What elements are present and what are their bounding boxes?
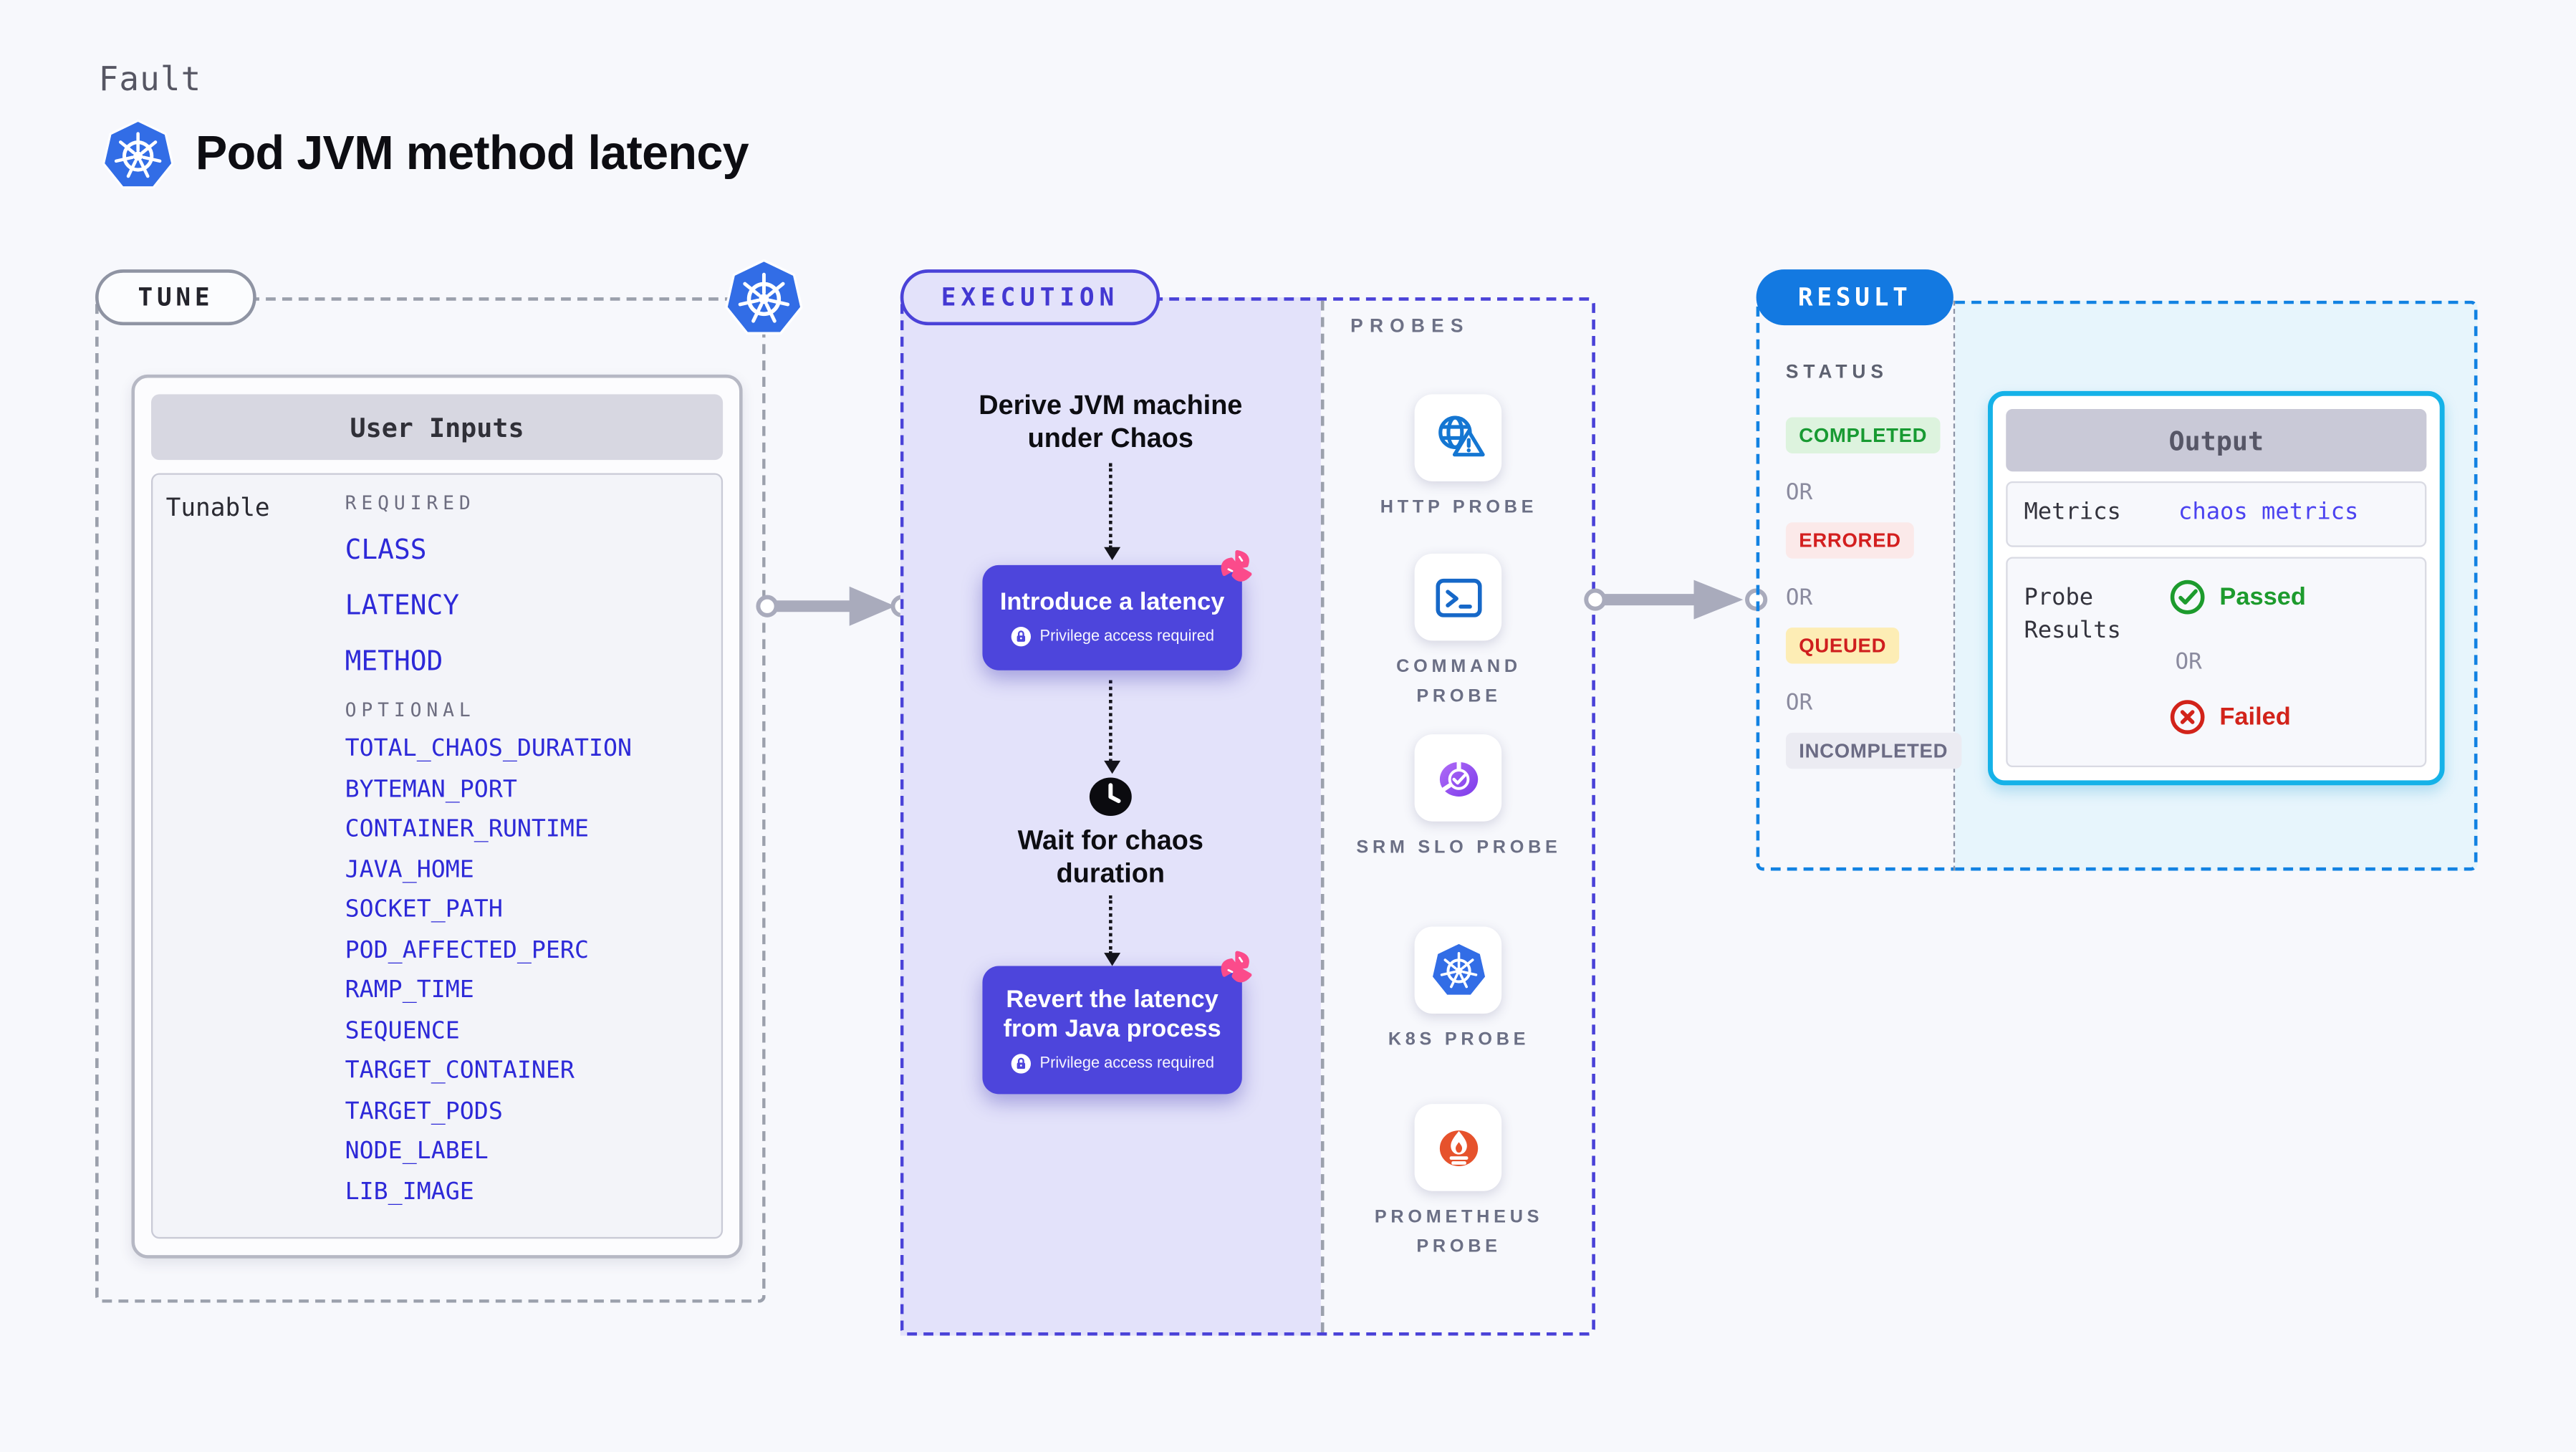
fault-kicker: Fault xyxy=(98,59,202,99)
output-title: Output xyxy=(2006,409,2427,472)
probe-label: SRM SLO PROBE xyxy=(1356,837,1562,858)
metrics-value: chaos metrics xyxy=(2178,499,2359,526)
probes-left-divider xyxy=(1320,300,1325,1332)
k8s-probe-icon xyxy=(1428,941,1488,1000)
chaos-pinwheel-icon xyxy=(1217,948,1256,987)
tunable-variable: NODE_LABEL xyxy=(345,1138,489,1165)
user-inputs-title: User Inputs xyxy=(150,394,724,461)
derive-jvm-label: Derive JVM machine under Chaos xyxy=(979,390,1243,453)
tunable-panel: Tunable REQUIRED CLASS LATENCY METHOD OP… xyxy=(150,473,724,1239)
lock-icon xyxy=(1010,625,1032,648)
execution-pill: EXECUTION xyxy=(900,269,1160,326)
execution-to-result-arrow xyxy=(1584,580,1768,620)
srm-slo-probe-icon xyxy=(1428,749,1488,808)
status-heading: STATUS xyxy=(1785,362,1888,383)
probe-results-row: Probe Results Passed OR Failed xyxy=(2006,557,2427,768)
execution-section-box xyxy=(900,297,1595,1336)
status-badge-queued: QUEUED xyxy=(1785,628,1900,664)
or-label: OR xyxy=(1785,690,1813,716)
probe-item xyxy=(1414,1104,1502,1191)
chaos-pinwheel-icon xyxy=(1217,547,1256,587)
x-circle-icon xyxy=(2168,698,2206,736)
tunable-variables: REQUIRED CLASS LATENCY METHOD OPTIONAL T… xyxy=(345,475,715,1237)
tunable-variable: LATENCY xyxy=(345,590,460,621)
probes-heading: PROBES xyxy=(1350,317,1470,337)
tunable-variable: CONTAINER_RUNTIME xyxy=(345,816,589,843)
metrics-row: Metrics chaos metrics xyxy=(2006,481,2427,547)
http-probe-icon xyxy=(1428,408,1488,468)
tunable-variable: BYTEMAN_PORT xyxy=(345,776,517,803)
tunable-variable: SEQUENCE xyxy=(345,1017,460,1044)
flow-connector-arrow xyxy=(1103,680,1120,774)
introduce-latency-step: Introduce a latency Privilege access req… xyxy=(982,565,1241,670)
tunable-variable: TARGET_CONTAINER xyxy=(345,1057,575,1085)
page-title: Pod JVM method latency xyxy=(195,128,749,181)
revert-latency-step: Revert the latency from Java process Pri… xyxy=(982,966,1241,1095)
status-badge-incompleted: INCOMPLETED xyxy=(1785,732,1961,769)
status-output-divider xyxy=(1953,300,1956,871)
tunable-label: Tunable xyxy=(165,493,270,523)
or-label: OR xyxy=(1785,479,1813,506)
metrics-label: Metrics xyxy=(2024,499,2121,526)
status-badge-errored: ERRORED xyxy=(1785,522,1915,559)
tunable-variable: SOCKET_PATH xyxy=(345,897,503,923)
probe-item xyxy=(1414,734,1502,822)
wait-duration-label: Wait for chaos duration xyxy=(1017,826,1203,889)
check-circle-icon xyxy=(2168,578,2206,616)
tune-pill: TUNE xyxy=(95,269,256,326)
tunable-variable: JAVA_HOME xyxy=(345,857,474,883)
privilege-badge: Privilege access required xyxy=(1039,1054,1214,1073)
kubernetes-logo-icon xyxy=(102,118,174,193)
tune-section-box xyxy=(95,297,766,1303)
status-badge-completed: COMPLETED xyxy=(1785,417,1941,453)
flow-connector-arrow xyxy=(1103,463,1120,561)
probe-label: K8S PROBE xyxy=(1388,1029,1530,1050)
tunable-variable: TARGET_PODS xyxy=(345,1098,503,1125)
probe-label: HTTP PROBE xyxy=(1380,497,1538,518)
result-pill: RESULT xyxy=(1756,269,1953,326)
step-title: Revert the latency from Java process xyxy=(1003,986,1221,1044)
user-inputs-card: User Inputs Tunable REQUIRED CLASS LATEN… xyxy=(131,374,743,1259)
prometheus-probe-icon xyxy=(1438,1129,1478,1170)
lock-icon xyxy=(1010,1053,1032,1074)
or-label: OR xyxy=(2175,648,2202,675)
kubernetes-corner-icon xyxy=(724,258,803,340)
failed-row: Failed xyxy=(2168,698,2291,736)
tune-to-execution-arrow xyxy=(756,586,913,626)
or-label: OR xyxy=(1785,585,1813,612)
tunable-variable: POD_AFFECTED_PERC xyxy=(345,937,589,964)
failed-label: Failed xyxy=(2219,703,2291,731)
clock-icon xyxy=(1087,774,1133,819)
tunable-variable: LIB_IMAGE xyxy=(345,1178,474,1206)
probe-results-label: Probe Results xyxy=(2024,585,2121,645)
passed-label: Passed xyxy=(2219,583,2306,612)
tunable-variable: RAMP_TIME xyxy=(345,977,474,1004)
probe-item xyxy=(1414,553,1502,641)
privilege-badge: Privilege access required xyxy=(1039,628,1214,646)
command-probe-icon xyxy=(1428,567,1488,627)
tunable-variable: METHOD xyxy=(345,645,443,677)
probe-label: COMMAND PROBE xyxy=(1396,657,1522,706)
optional-heading: OPTIONAL xyxy=(345,698,476,721)
tunable-variable: CLASS xyxy=(345,534,427,565)
probe-item xyxy=(1414,394,1502,481)
flow-connector-arrow xyxy=(1103,895,1120,966)
step-title: Introduce a latency xyxy=(999,588,1225,617)
probe-label: PROMETHEUS PROBE xyxy=(1374,1207,1544,1256)
passed-row: Passed xyxy=(2168,578,2306,616)
tunable-variable: TOTAL_CHAOS_DURATION xyxy=(345,736,633,763)
output-card: Output Metrics chaos metrics Probe Resul… xyxy=(1988,390,2445,786)
probe-item xyxy=(1414,926,1502,1014)
required-heading: REQUIRED xyxy=(345,491,476,514)
